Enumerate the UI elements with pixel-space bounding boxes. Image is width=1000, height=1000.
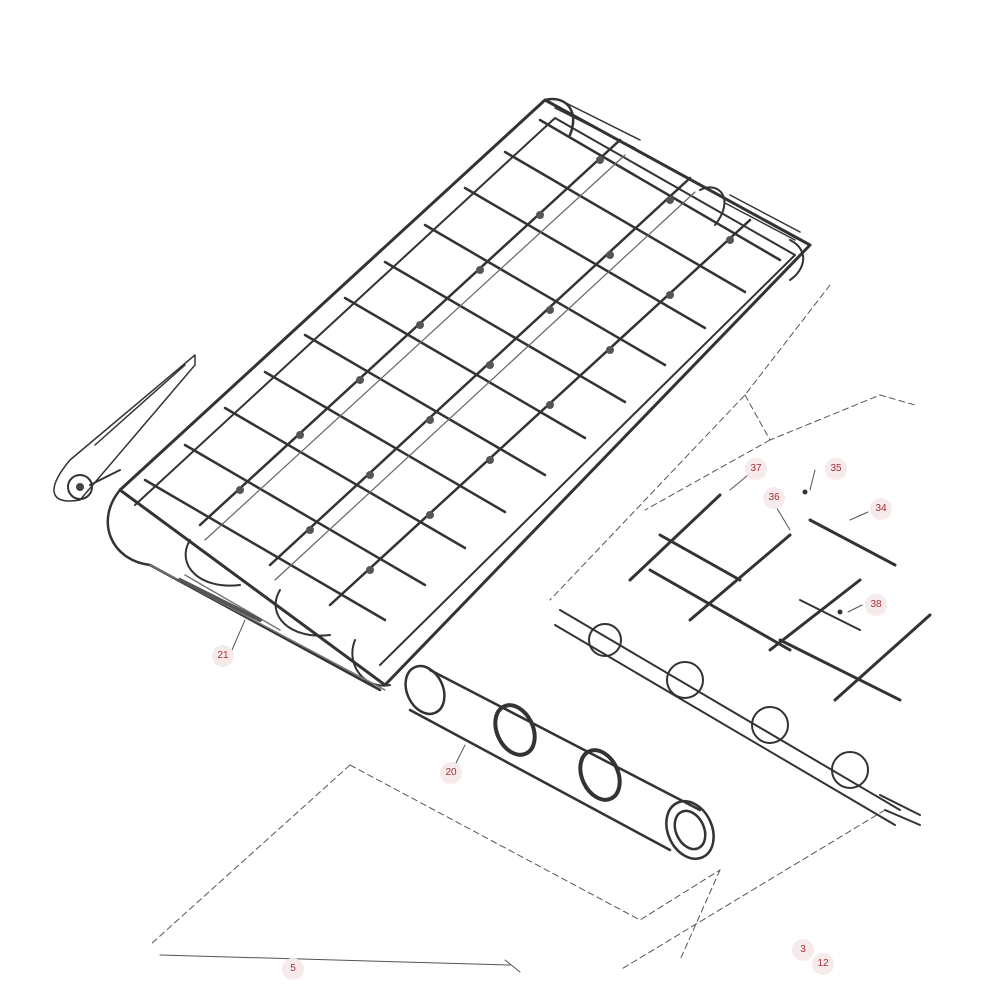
- callout-leaders: [231, 469, 869, 766]
- belt-end-right2: [789, 239, 805, 281]
- sprocket-hub: [76, 483, 84, 491]
- belt-bottom-support: [178, 578, 262, 622]
- top-guard: [724, 194, 801, 241]
- drum-roller: [404, 664, 715, 860]
- drive-shaft: [554, 609, 921, 826]
- conveyor-chains: [198, 138, 752, 607]
- belt-loop: [351, 639, 391, 687]
- top-guard: [554, 99, 641, 149]
- callout-35: 35: [825, 458, 847, 480]
- callout-5: 5: [282, 958, 304, 980]
- conveyor-slats: [143, 118, 782, 622]
- bolt: [802, 489, 808, 495]
- bottom-plate: [159, 954, 521, 973]
- leader-lines: [149, 284, 916, 971]
- sprocket-chain-guard: [53, 354, 196, 502]
- callout-36: 36: [763, 487, 785, 509]
- callout-34: 34: [870, 498, 892, 520]
- callout-3: 3: [792, 939, 814, 961]
- callout-37: 37: [745, 458, 767, 480]
- callout-38: 38: [865, 594, 887, 616]
- sprocket-wheel: [67, 474, 93, 500]
- sprocket-shaft: [89, 469, 121, 486]
- conveyor-frame-edge-inner: [134, 117, 796, 666]
- callout-20: 20: [440, 762, 462, 784]
- spare-slat-assembly: [628, 493, 932, 702]
- callout-21: 21: [212, 645, 234, 667]
- bolt: [837, 609, 843, 615]
- belt-end-top: [543, 97, 575, 137]
- chain-clamps: [236, 156, 734, 574]
- belt-end-left: [106, 488, 382, 692]
- belt-loop: [274, 589, 331, 637]
- belt-end-right: [699, 186, 726, 226]
- belt-loop: [184, 539, 241, 587]
- conveyor-frame-edge: [118, 98, 812, 687]
- callout-12: 12: [812, 953, 834, 975]
- sprocket-chain-guard-inner: [94, 364, 186, 446]
